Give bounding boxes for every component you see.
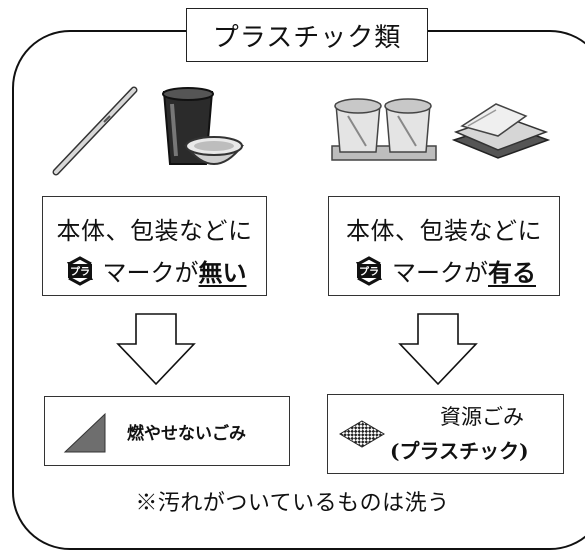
straw-image: [52, 86, 138, 176]
right-emphasis: 有る: [488, 258, 536, 287]
left-condition-line1: 本体、包装などに: [56, 217, 253, 245]
right-result-line2: (プラスチック): [390, 439, 529, 463]
right-item-images: [331, 98, 551, 161]
left-destination-box: 燃やせないごみ: [44, 396, 290, 466]
right-result-line1: 資源ごみ: [440, 405, 524, 429]
pura-recycle-mark-icon: プラ: [66, 255, 93, 286]
left-condition-box: 本体、包装などに プラ マークが無い: [42, 196, 267, 296]
wash-note: ※汚れがついているものは洗う: [135, 491, 450, 516]
left-condition-line2: プラ マークが無い: [43, 253, 266, 288]
plastic-cups-image: [162, 87, 245, 165]
cup-pack-image: [331, 98, 437, 161]
pura-mark-text: プラ: [70, 265, 90, 278]
left-emphasis: 無い: [198, 258, 247, 287]
pura-recycle-mark-icon: プラ: [356, 255, 382, 286]
right-down-arrow-icon: [398, 313, 478, 386]
left-item-images: [52, 86, 245, 176]
checkered-diamond-icon: [339, 420, 385, 448]
right-condition-line2: プラ マークが有る: [329, 253, 559, 288]
left-down-arrow-icon: [116, 313, 196, 386]
page-title: プラスチック類: [186, 8, 428, 62]
left-result-label: 燃やせないごみ: [127, 424, 246, 444]
title-text: プラスチック類: [212, 22, 402, 53]
right-condition-box: 本体、包装などに プラ マークが有る: [328, 196, 560, 296]
right-mark-label: マークが: [392, 259, 488, 287]
food-tray-image: [451, 103, 551, 159]
right-destination-box: 資源ごみ (プラスチック): [327, 394, 564, 474]
left-mark-label: マークが: [102, 259, 199, 287]
right-condition-line1: 本体、包装などに: [346, 217, 542, 245]
pura-mark-text: プラ: [359, 265, 379, 278]
gray-triangle-icon: [63, 412, 106, 453]
